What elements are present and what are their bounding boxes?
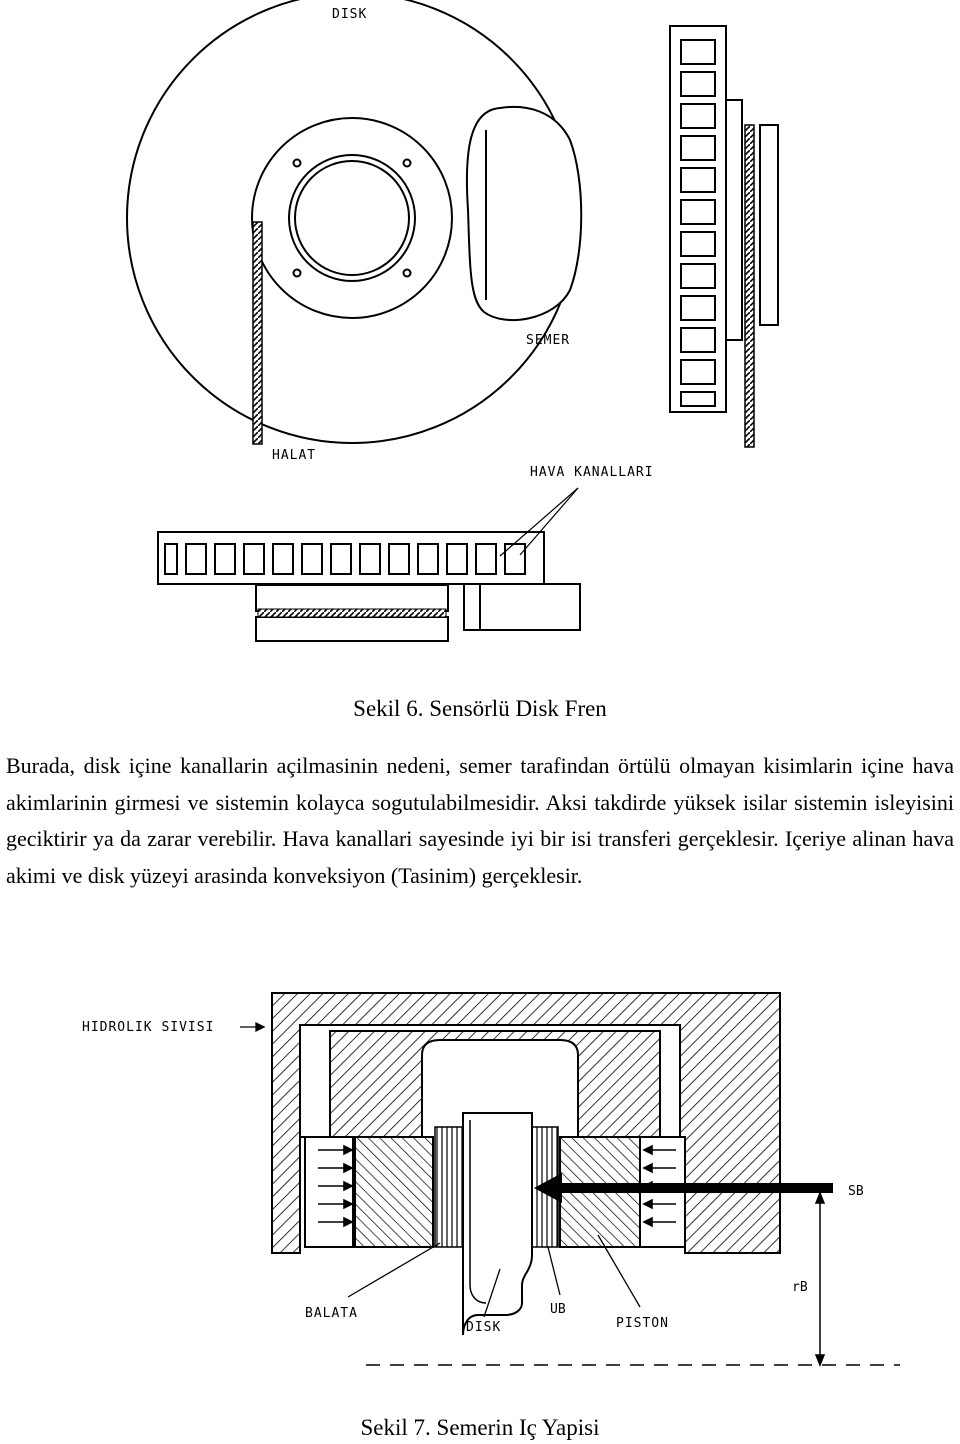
label-piston: PISTON	[616, 1316, 669, 1331]
figure-sensor-disk-brake: DISK SEMER HALAT HAVA KANALLARI	[126, 0, 779, 642]
label-rb: rB	[792, 1280, 808, 1295]
figure-7-caption: Sekil 7. Semerin Iç Yapisi	[360, 1415, 600, 1440]
disk-section	[462, 1112, 533, 1336]
brake-pad-left	[434, 1126, 464, 1248]
label-disk: DISK	[332, 7, 367, 22]
disk-side-view	[669, 25, 779, 448]
piston-left	[354, 1136, 434, 1248]
label-balata: BALATA	[305, 1306, 358, 1321]
rope-halat	[252, 221, 263, 445]
fluid-chamber-left	[304, 1136, 354, 1248]
label-halat: HALAT	[272, 448, 316, 463]
label-disk-fig7: DISK	[466, 1320, 501, 1335]
leader-lines-fig7	[240, 1021, 641, 1318]
figure-caliper-inner-structure: HIDROLIK SIVISI SB rB BALATA DISK UB PIS…	[82, 992, 900, 1368]
label-hava-kanallari: HAVA KANALLARI	[530, 465, 654, 480]
disk-top-view	[157, 531, 581, 642]
force-arrow-sb	[534, 1173, 833, 1203]
leader-lines	[499, 487, 579, 557]
radius-dimension	[366, 1190, 900, 1368]
body-paragraph: Burada, disk içine kanallarin açilmasini…	[6, 753, 954, 888]
figure-6-caption: Sekil 6. Sensörlü Disk Fren	[353, 696, 607, 721]
label-sb: SB	[848, 1184, 864, 1199]
caliper-semer	[465, 105, 583, 322]
label-ub: UB	[550, 1302, 566, 1317]
label-hidrolik-sivisi: HIDROLIK SIVISI	[82, 1020, 214, 1035]
label-semer: SEMER	[526, 333, 570, 348]
